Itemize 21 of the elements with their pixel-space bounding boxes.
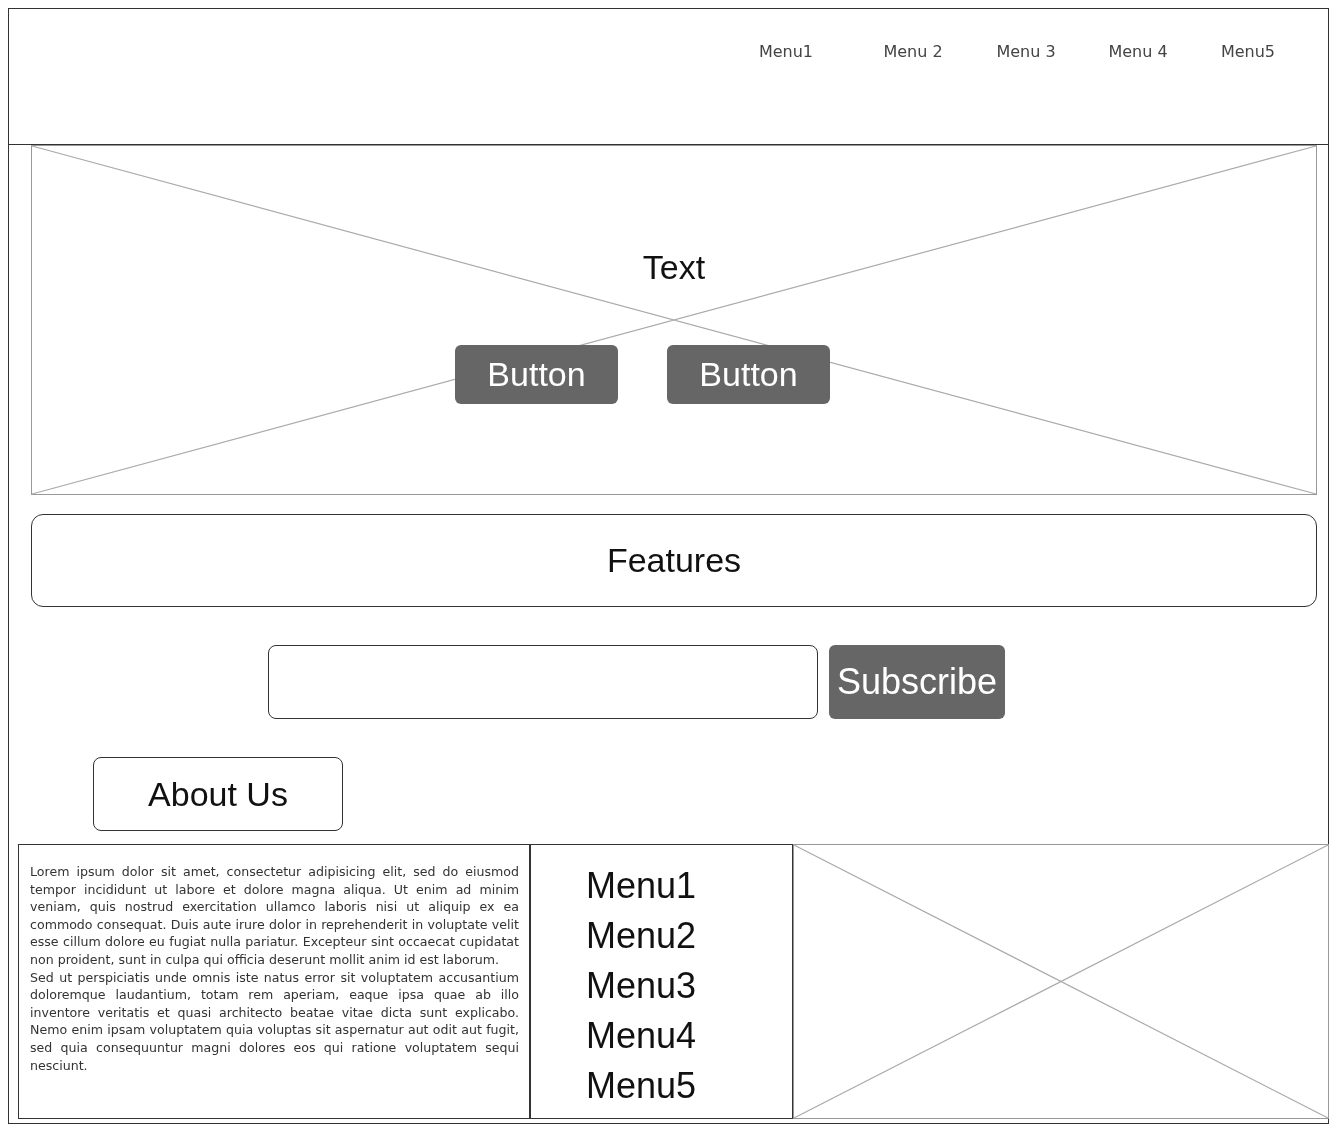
nav-menu-link: Menu 3 xyxy=(995,42,1057,61)
footer-menu-item: Menu1 xyxy=(586,864,697,908)
nav-menu-link: Menu 2 xyxy=(882,42,944,61)
paragraph-text: Lorem ipsum dolor sit amet, consectetur adipisicing elit, sed do eiusmod tempor incididunt ut labore et dolore magna aliqua. Ut enim ad minim veniam, quis nostrud exercitation ullamco laboris nisi ut aliquip ex ea commodo consequat. Duis aute irure dolor in reprehenderit in voluptate velit esse cillum dolore eu fugiat nulla pariatur. Excepteur sint occaecat cupidatat non proident, sunt in culpa qui officia deserunt mollit anim id est laborum. xyxy=(30,863,519,969)
footer-menu-item: Menu4 xyxy=(586,1014,697,1058)
footer-menu-item: Menu5 xyxy=(586,1064,697,1108)
features-banner: Features xyxy=(31,514,1317,607)
footer-menu-item: Menu3 xyxy=(586,964,697,1008)
nav-menu-link: Menu1 xyxy=(757,42,815,61)
subscribe-button: Subscribe xyxy=(829,645,1005,719)
nav-menu-link: Menu5 xyxy=(1219,42,1277,61)
footer-menu-panel xyxy=(530,844,793,1119)
paragraph-text: Sed ut perspiciatis unde omnis iste natus error sit voluptatem accusantium doloremque laudantium, totam rem aperiam, eaque ipsa quae ab illo inventore veritatis et quasi architecto beatae vitae dicta sunt explicabo. Nemo enim ipsam voluptatem quia voluptas sit aspernatur aut odit aut fugit, sed quia consequuntur magni dolores eos qui ratione voluptatem sequi nesciunt. xyxy=(30,968,519,1075)
email-input-field xyxy=(268,645,818,719)
hero-heading: Text xyxy=(641,248,707,287)
hero-button: Button xyxy=(455,345,618,404)
nav-menu-link: Menu 4 xyxy=(1107,42,1169,61)
footer-menu-item: Menu2 xyxy=(586,914,697,958)
about-us-button: About Us xyxy=(93,757,343,831)
footer-text-panel xyxy=(18,844,530,1119)
hero-button: Button xyxy=(667,345,830,404)
